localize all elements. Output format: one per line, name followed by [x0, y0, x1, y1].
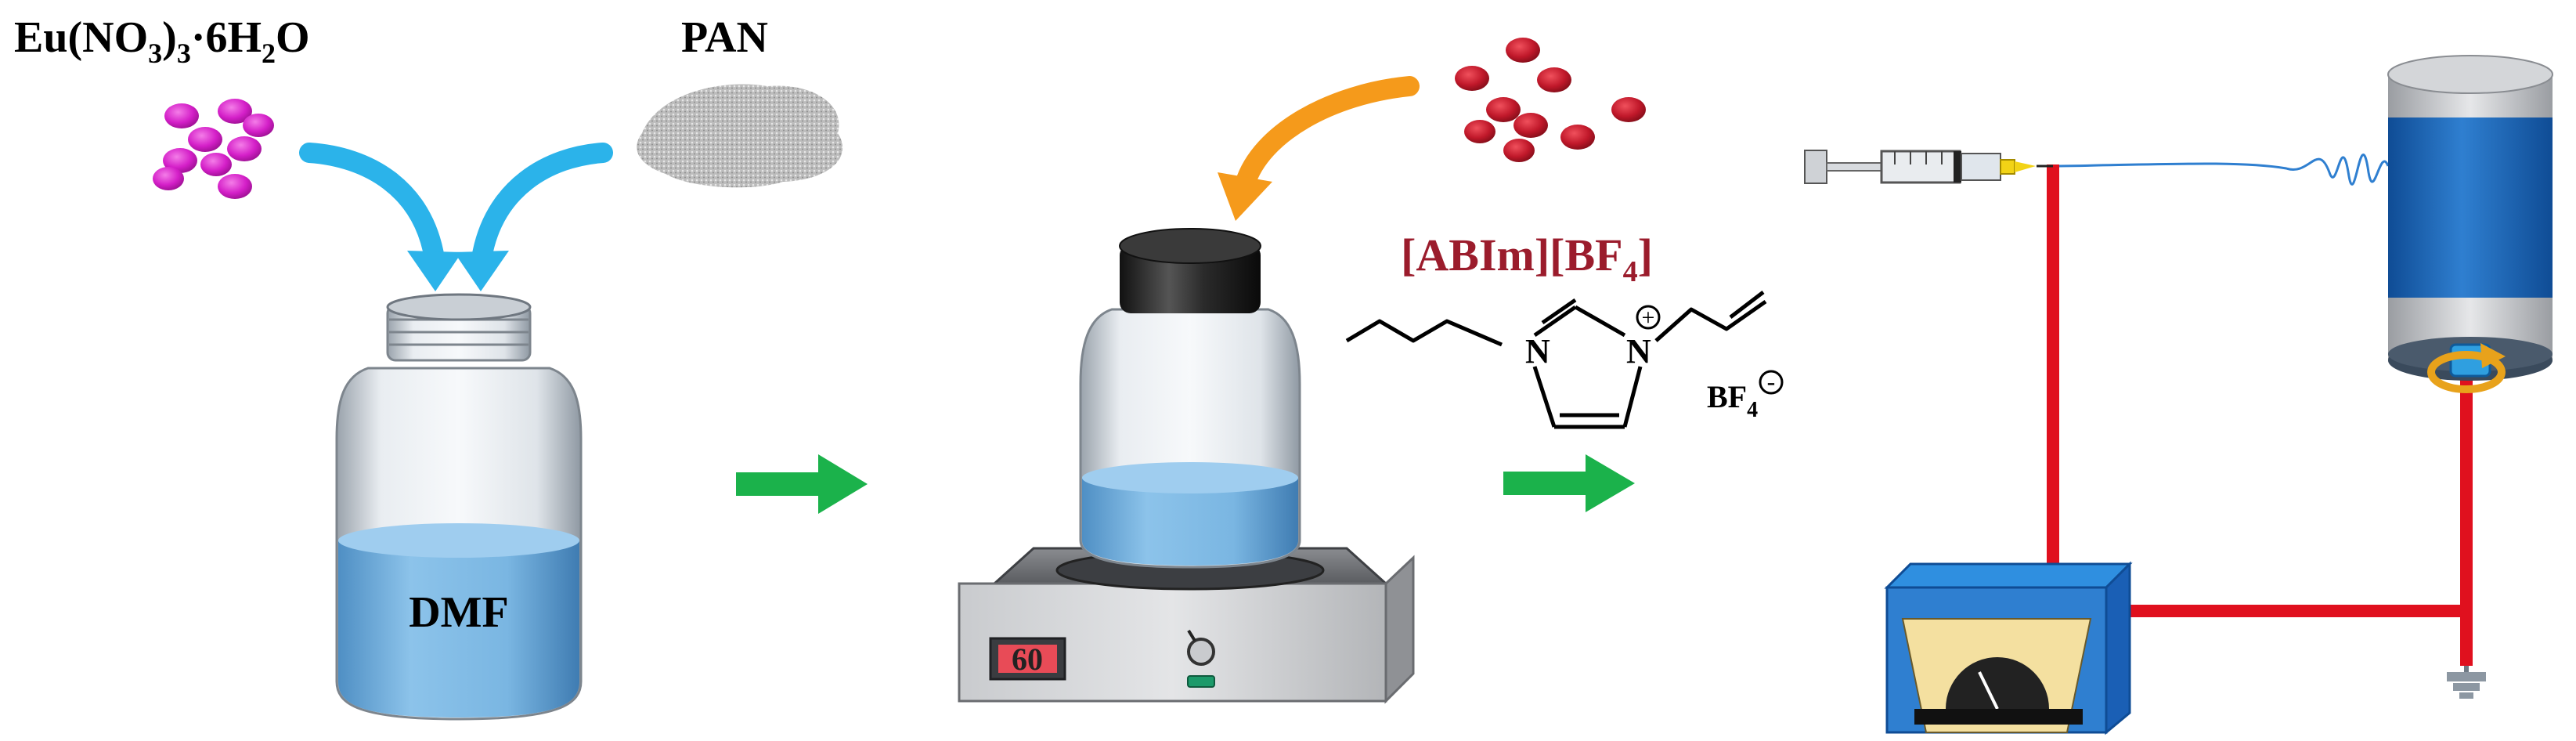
- dmf-jar: DMF: [335, 293, 583, 721]
- negative-charge-circle: [1759, 370, 1784, 395]
- rotation-arrow-icon: [2427, 343, 2506, 393]
- green-arrow-1: [736, 454, 868, 514]
- capped-jar: [1079, 228, 1301, 569]
- eu-nitrate-label: Eu(NO3)3·6H2O: [14, 13, 310, 69]
- stirrer-knob: [1187, 638, 1215, 666]
- high-voltage-wires: [2047, 164, 2473, 666]
- temperature-display: 60: [1012, 642, 1043, 677]
- magnetic-stirrer: 60: [958, 547, 1415, 704]
- eu-salt-particles: [153, 99, 274, 199]
- polymer-jet: [2058, 154, 2390, 186]
- ionic-liquid-label: [ABIm][BF4]: [1401, 230, 1653, 288]
- nitrogen-1: N: [1525, 332, 1550, 370]
- pan-label: PAN: [681, 13, 768, 62]
- orange-arrow: [1218, 76, 1420, 221]
- stirrer-led: [1187, 675, 1215, 688]
- high-voltage-power-supply: [1884, 561, 2133, 736]
- eu-red-particles: [1455, 38, 1646, 162]
- drum-collector: [2387, 55, 2553, 381]
- nitrogen-2: N: [1626, 332, 1651, 370]
- blue-arrow-left: [299, 143, 462, 291]
- pan-powder: [637, 84, 843, 188]
- ground-icon: [2447, 666, 2486, 699]
- dmf-label: DMF: [409, 588, 509, 637]
- meter-needle: [1978, 671, 1999, 710]
- negative-charge: -: [1767, 367, 1776, 396]
- positive-charge-circle: [1636, 305, 1661, 330]
- bf4-anion: BF4: [1707, 379, 1758, 422]
- abim-structure: [1345, 291, 1767, 429]
- positive-charge: +: [1642, 305, 1655, 331]
- meter-dial: [1946, 657, 2049, 709]
- green-arrow-2: [1503, 454, 1635, 512]
- blue-arrow-right: [454, 143, 613, 291]
- syringe: [1804, 150, 2036, 184]
- knob-indicator: [1187, 629, 1196, 642]
